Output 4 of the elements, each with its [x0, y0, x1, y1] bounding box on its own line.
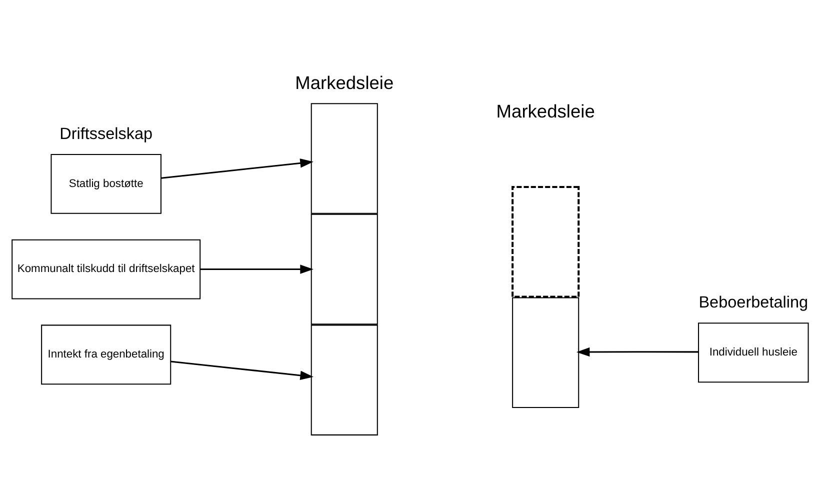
- label: Beboerbetaling: [698, 294, 808, 312]
- label: Markedsleie: [295, 72, 394, 93]
- label: Driftsselskap: [60, 125, 153, 144]
- label: Markedsleie: [496, 100, 595, 122]
